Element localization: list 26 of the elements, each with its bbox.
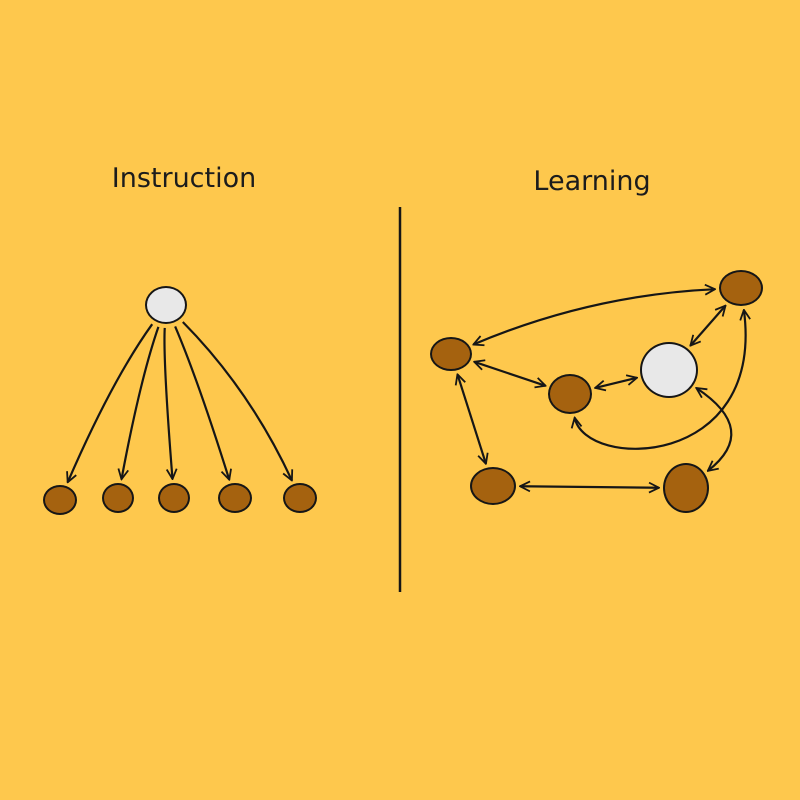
learner-circle	[548, 374, 592, 414]
teacher-circle	[145, 286, 187, 324]
section-heading: Learning	[533, 166, 651, 197]
learner-circle	[43, 485, 77, 515]
arrow	[473, 359, 546, 388]
learner-circle	[218, 483, 252, 513]
learner-circle	[283, 483, 317, 513]
arrow	[174, 326, 232, 481]
arrow	[182, 321, 293, 482]
arrow	[163, 328, 178, 480]
arrow	[454, 373, 489, 465]
learner-circle	[430, 337, 472, 371]
learner-circle	[102, 483, 134, 513]
arrow	[574, 308, 750, 450]
learner-circle	[663, 463, 709, 513]
arrow	[690, 304, 726, 347]
arrow	[695, 387, 732, 472]
learner-circle	[470, 467, 516, 505]
arrow	[519, 480, 660, 494]
learner-circle	[719, 270, 763, 306]
arrow	[66, 324, 154, 484]
learner-circle	[158, 483, 190, 513]
section-heading: Instruction	[112, 163, 256, 194]
arrow	[472, 284, 716, 346]
arrow	[118, 326, 160, 480]
arrow	[594, 374, 638, 392]
